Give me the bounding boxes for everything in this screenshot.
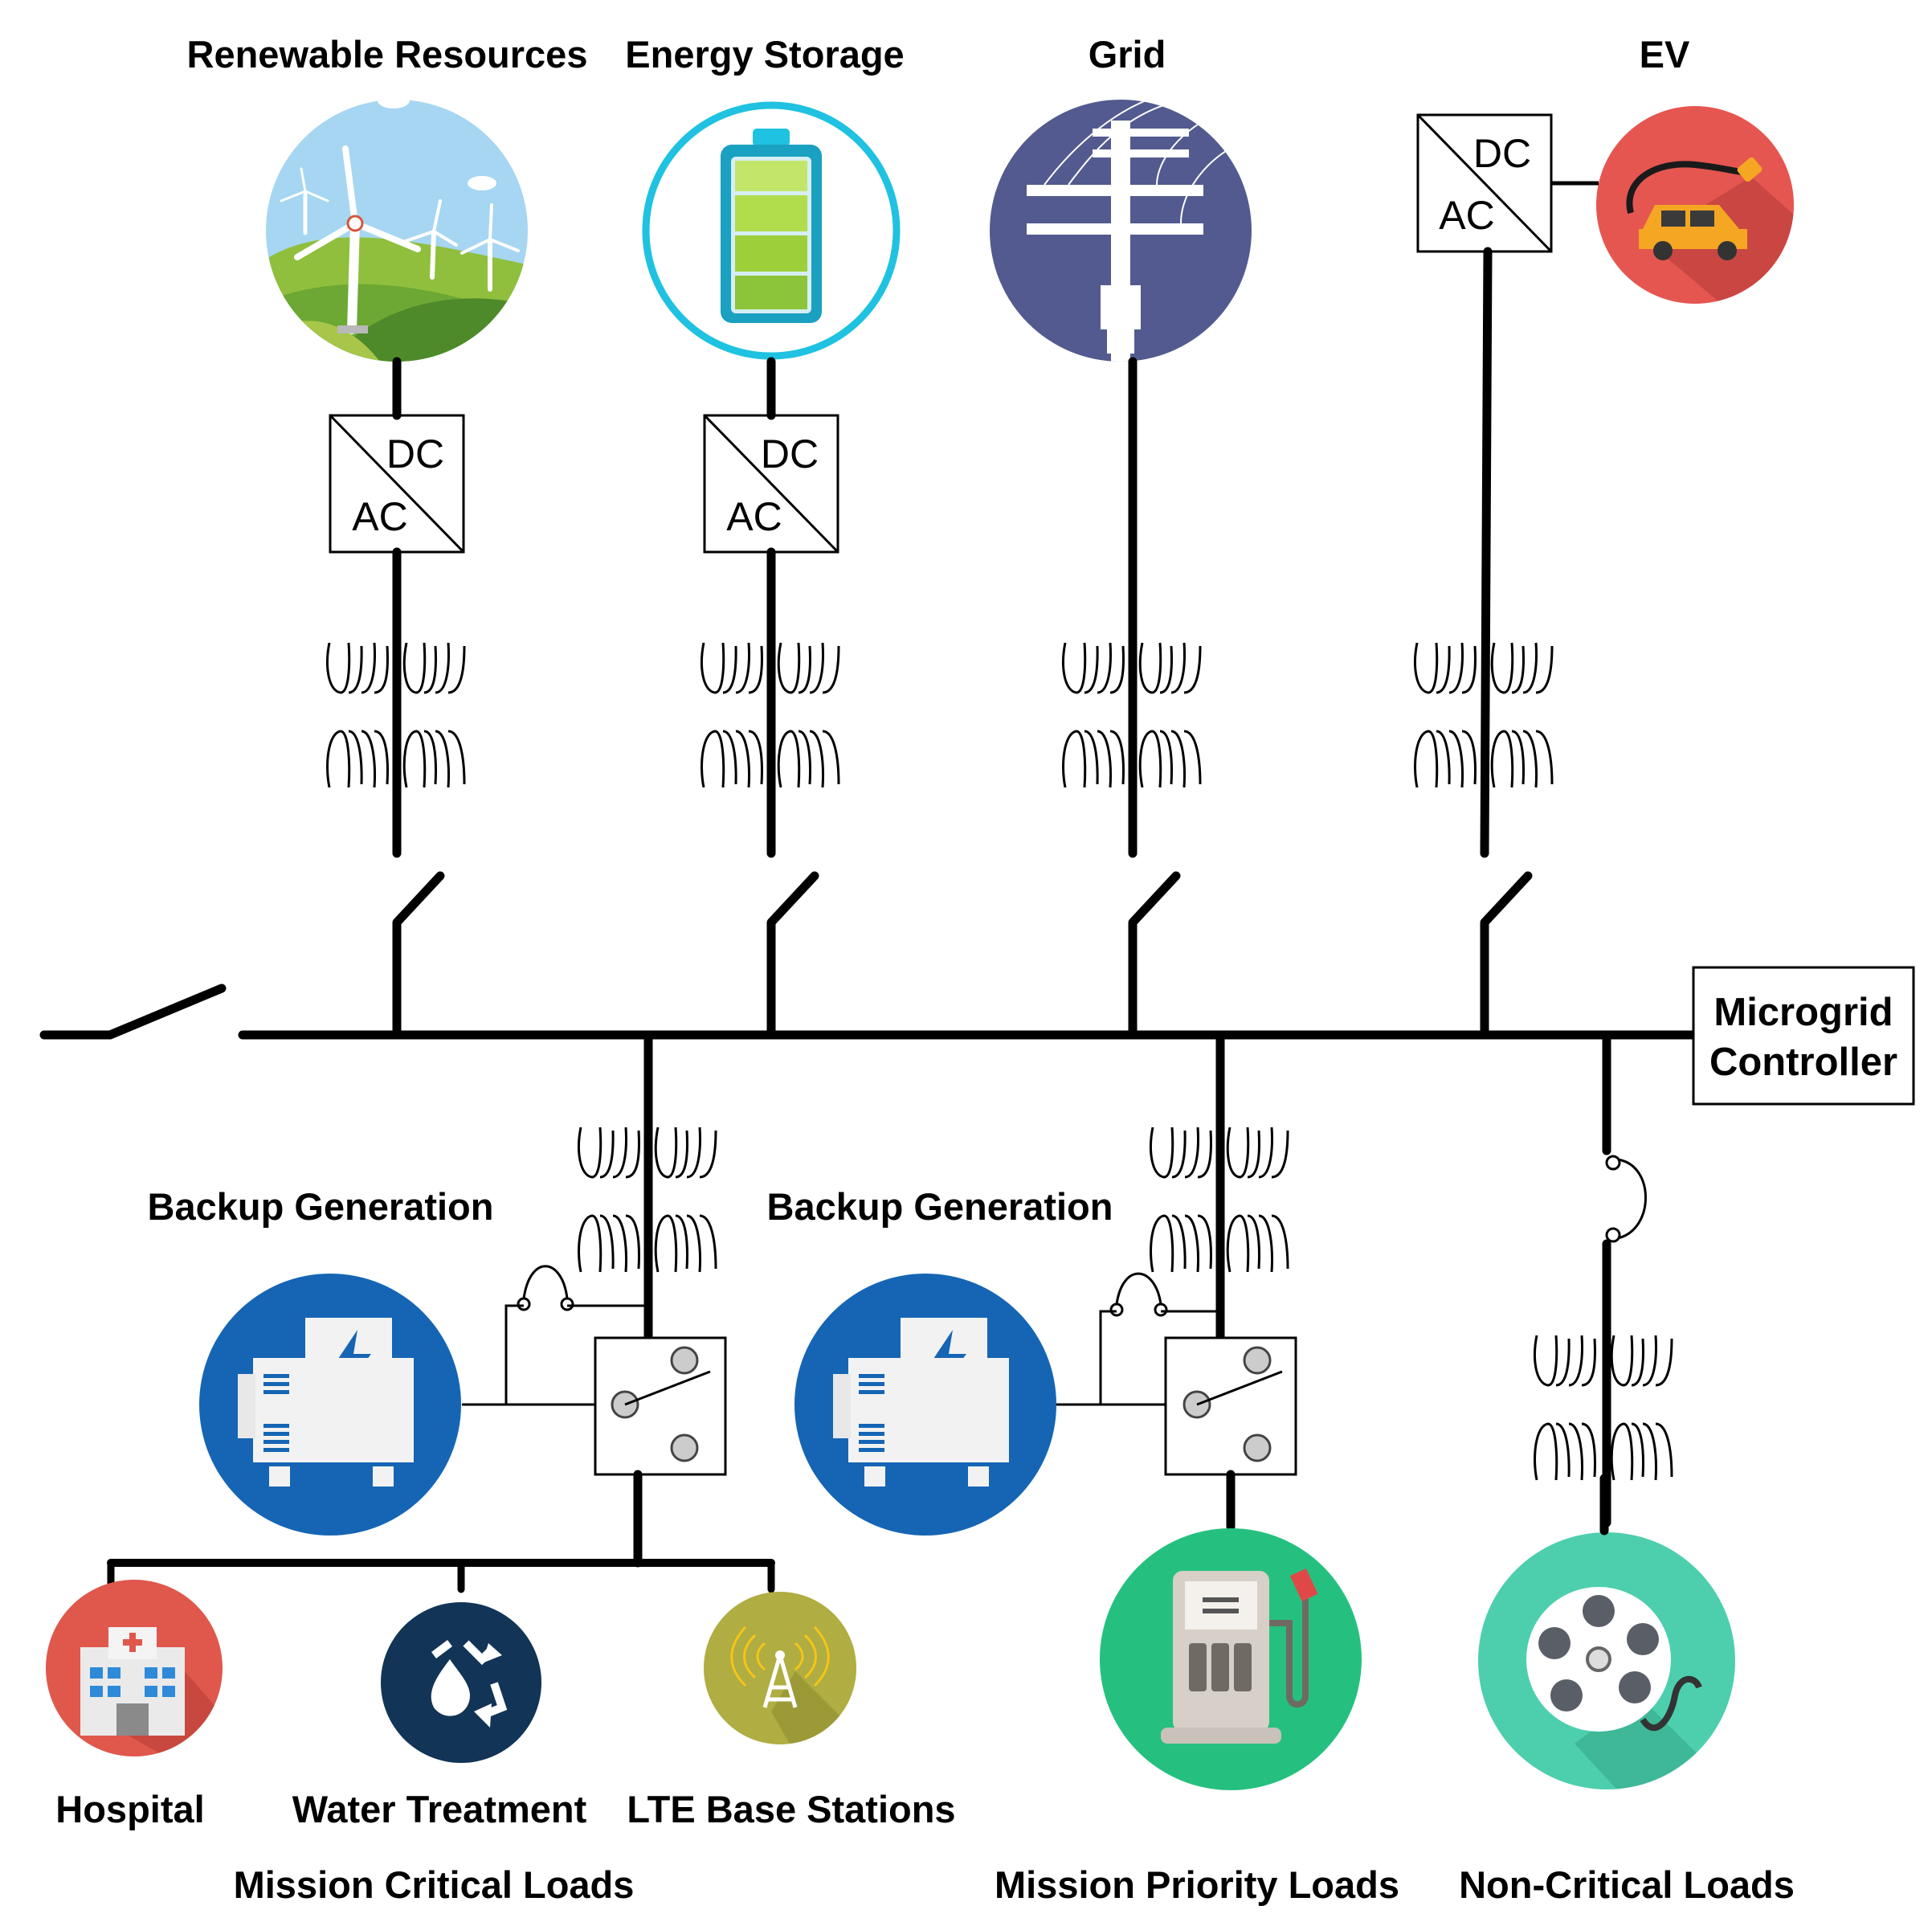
hospital-label: Hospital xyxy=(55,1788,204,1830)
converter-dc-label: DC xyxy=(1473,131,1531,176)
mission-priority-label: Mission Priority Loads xyxy=(995,1863,1399,1906)
film-reel-icon xyxy=(1478,1532,1735,1789)
utility-pole-icon xyxy=(990,100,1252,362)
storage-converter: DC AC xyxy=(703,414,839,554)
mission-critical-label: Mission Critical Loads xyxy=(234,1863,635,1906)
grid-title: Grid xyxy=(1089,33,1166,76)
ev-title: EV xyxy=(1640,33,1690,76)
renewable-converter: DC AC xyxy=(329,414,465,554)
water-treatment-label: Water Treatment xyxy=(292,1788,587,1830)
battery-icon xyxy=(642,101,901,360)
converter-dc-label: DC xyxy=(761,431,819,476)
converter-dc-label: DC xyxy=(386,431,444,476)
controller-line2: Controller xyxy=(1709,1041,1897,1084)
backup-left-title: Backup Generation xyxy=(148,1185,494,1228)
source-feeders xyxy=(392,181,1599,858)
storage-title: Energy Storage xyxy=(625,33,904,76)
converter-ac-label: AC xyxy=(1439,193,1494,238)
hospital-icon xyxy=(46,1580,223,1756)
source-breakers xyxy=(392,871,1533,1040)
non-critical-label: Non-Critical Loads xyxy=(1459,1863,1795,1906)
microgrid-controller: Microgrid Controller xyxy=(1692,966,1915,1106)
fuel-pump-icon xyxy=(1100,1528,1362,1790)
cell-tower-icon xyxy=(704,1592,856,1744)
generator-icon xyxy=(199,1274,461,1536)
electric-car-icon xyxy=(1596,106,1794,304)
renewable-title: Renewable Resources xyxy=(187,33,588,76)
noncritical-switch xyxy=(1605,1155,1647,1243)
ev-converter: DC AC xyxy=(1416,113,1553,253)
critical-load-bus xyxy=(107,1559,775,1593)
converter-ac-label: AC xyxy=(352,494,407,539)
converter-ac-label: AC xyxy=(726,494,782,539)
critical-transfer-switch xyxy=(462,1265,727,1568)
main-bus xyxy=(39,983,1698,1040)
lte-label: LTE Base Stations xyxy=(627,1788,955,1830)
generator-icon xyxy=(794,1274,1056,1536)
controller-line1: Microgrid xyxy=(1713,991,1893,1034)
water-recycle-icon xyxy=(381,1602,541,1763)
backup-right-title: Backup Generation xyxy=(767,1185,1113,1228)
wind-turbine-icon xyxy=(266,100,528,362)
priority-transfer-switch xyxy=(1056,1272,1297,1531)
